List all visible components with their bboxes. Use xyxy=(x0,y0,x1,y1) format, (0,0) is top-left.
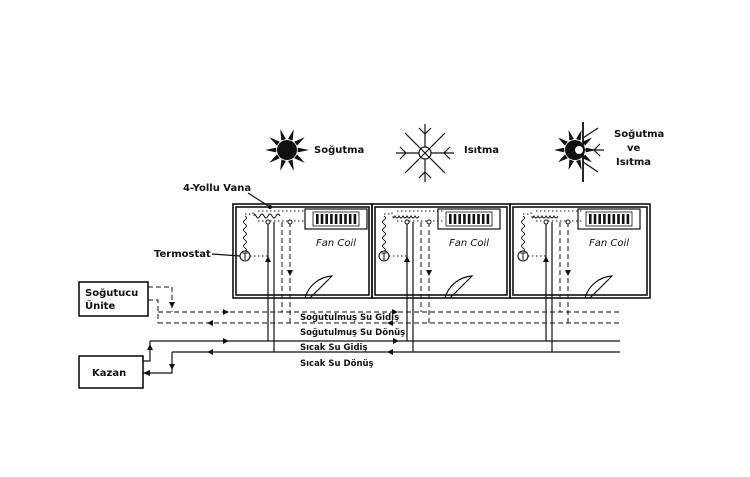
sun-snowflake-icon xyxy=(554,122,604,182)
legend-cooling-label: Soğutma xyxy=(314,144,364,156)
fan-coil-unit-1 xyxy=(304,208,368,230)
sun-icon xyxy=(265,129,309,171)
room-2 xyxy=(371,203,511,299)
fan-coil-label-1: Fan Coil xyxy=(316,238,356,249)
room-controls-3 xyxy=(517,210,582,352)
door-1 xyxy=(304,275,334,299)
room-3 xyxy=(509,203,651,299)
fan-coil-label-2: Fan Coil xyxy=(449,238,489,249)
snowflake-icon xyxy=(396,124,454,182)
door-3 xyxy=(584,275,614,299)
legend-both-label-3: Isıtma xyxy=(616,157,651,168)
pipe-label-chilled-supply: Soğutulmuş Su Gidiş xyxy=(300,313,399,323)
fan-coil-unit-2 xyxy=(437,208,501,230)
pipe-label-hot-supply: Sıcak Su Gidiş xyxy=(300,343,368,353)
legend-heating-label: Isıtma xyxy=(464,145,499,156)
boiler-label: Kazan xyxy=(92,368,126,379)
legend-both-label-1: Soğutma xyxy=(614,128,664,140)
chiller-unit: Soğutucu Ünite xyxy=(78,281,149,317)
door-2 xyxy=(444,275,474,299)
legend-both-label-2: ve xyxy=(627,143,641,154)
boiler-unit: Kazan xyxy=(78,355,144,389)
four-way-valve-label: 4-Yollu Vana xyxy=(183,183,251,194)
pipe-label-chilled-return: Soğutulmuş Su Dönüş xyxy=(300,328,405,338)
chiller-label-1: Soğutucu xyxy=(85,287,138,299)
fan-coil-label-3: Fan Coil xyxy=(589,238,629,249)
room-controls-1 xyxy=(239,210,304,352)
chiller-label-2: Ünite xyxy=(85,298,115,312)
thermostat-label: Termostat xyxy=(154,249,211,260)
room-controls-2 xyxy=(378,210,443,352)
pipe-label-hot-return: Sıcak Su Dönüş xyxy=(300,359,374,369)
fan-coil-unit-3 xyxy=(577,208,641,230)
